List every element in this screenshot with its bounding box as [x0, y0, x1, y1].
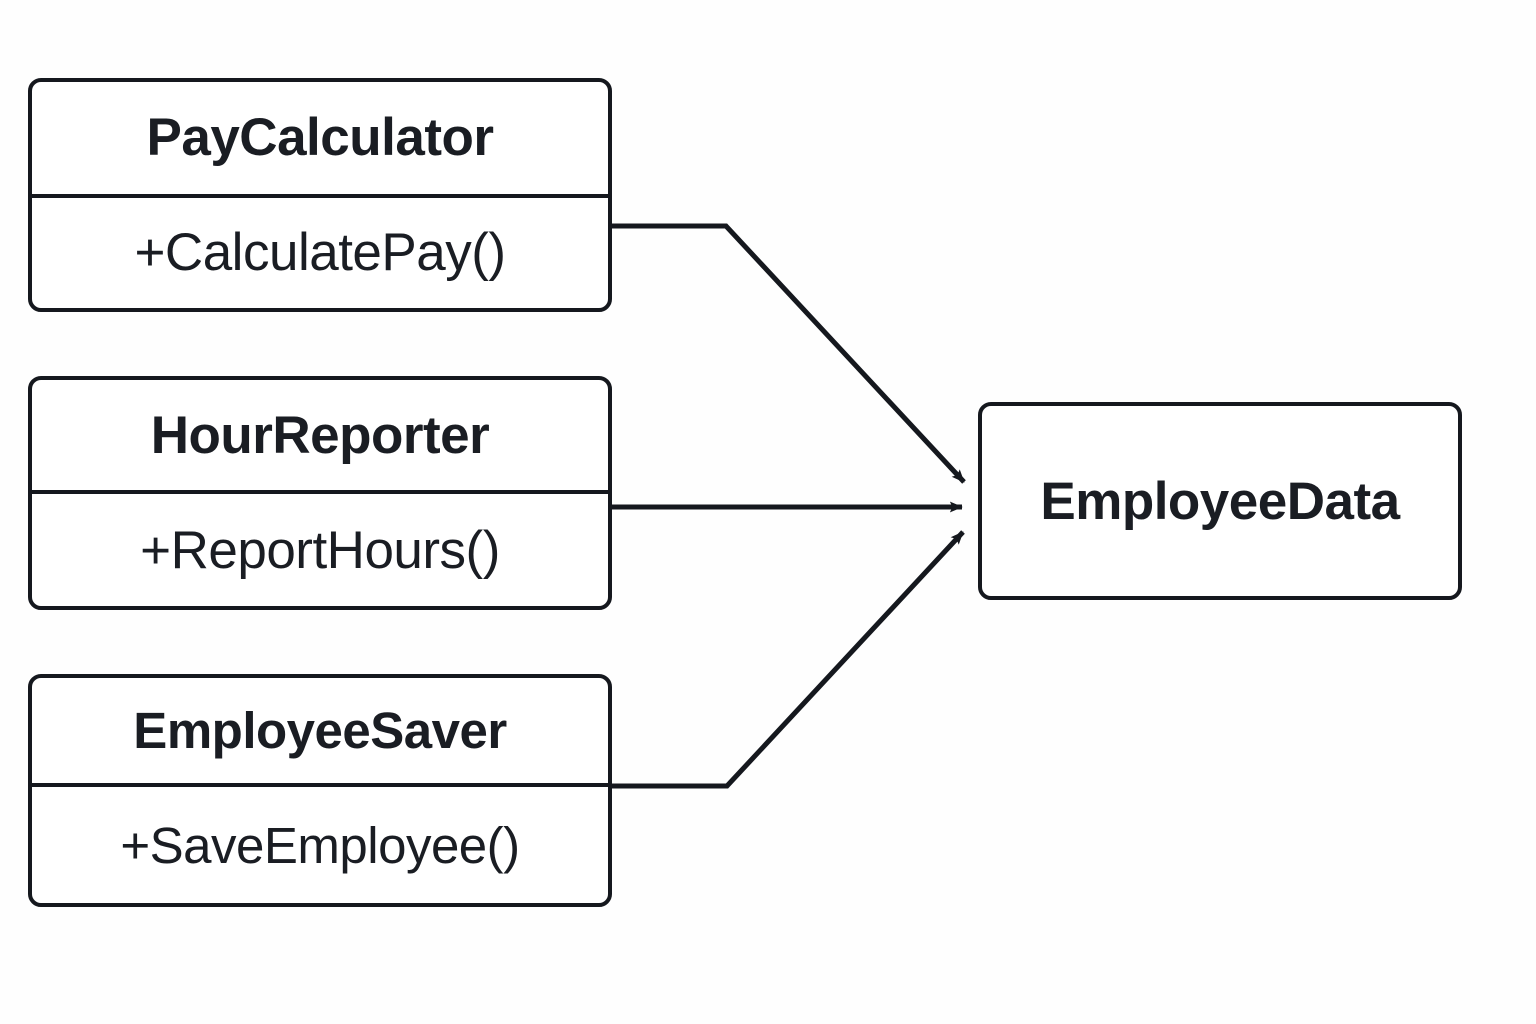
class-members-compartment: +ReportHours() — [32, 490, 608, 606]
uml-class-hourreporter[interactable]: HourReporter +ReportHours() — [28, 376, 612, 610]
class-member-text: +ReportHours() — [140, 520, 500, 580]
class-member-text: +CalculatePay() — [134, 223, 506, 283]
class-member-text: +SaveEmployee() — [120, 816, 520, 874]
class-name-text: HourReporter — [150, 405, 490, 465]
edge-employeesaver-to-employeedata[interactable] — [612, 530, 965, 789]
uml-class-employeesaver[interactable]: EmployeeSaver +SaveEmployee() — [28, 674, 612, 907]
class-name-compartment: EmployeeSaver — [32, 678, 608, 783]
class-members-compartment: +SaveEmployee() — [32, 783, 608, 903]
class-name-text: EmployeeSaver — [133, 702, 507, 760]
class-name-compartment: PayCalculator — [32, 82, 608, 194]
class-name-text: EmployeeData — [1040, 471, 1400, 531]
uml-class-employeedata[interactable]: EmployeeData — [978, 402, 1462, 600]
class-name-text: PayCalculator — [146, 108, 494, 168]
edge-paycalculator-to-employeedata[interactable] — [612, 223, 966, 484]
uml-class-paycalculator[interactable]: PayCalculator +CalculatePay() — [28, 78, 612, 312]
class-name-compartment: EmployeeData — [982, 406, 1458, 596]
class-name-compartment: HourReporter — [32, 380, 608, 490]
class-members-compartment: +CalculatePay() — [32, 193, 608, 308]
